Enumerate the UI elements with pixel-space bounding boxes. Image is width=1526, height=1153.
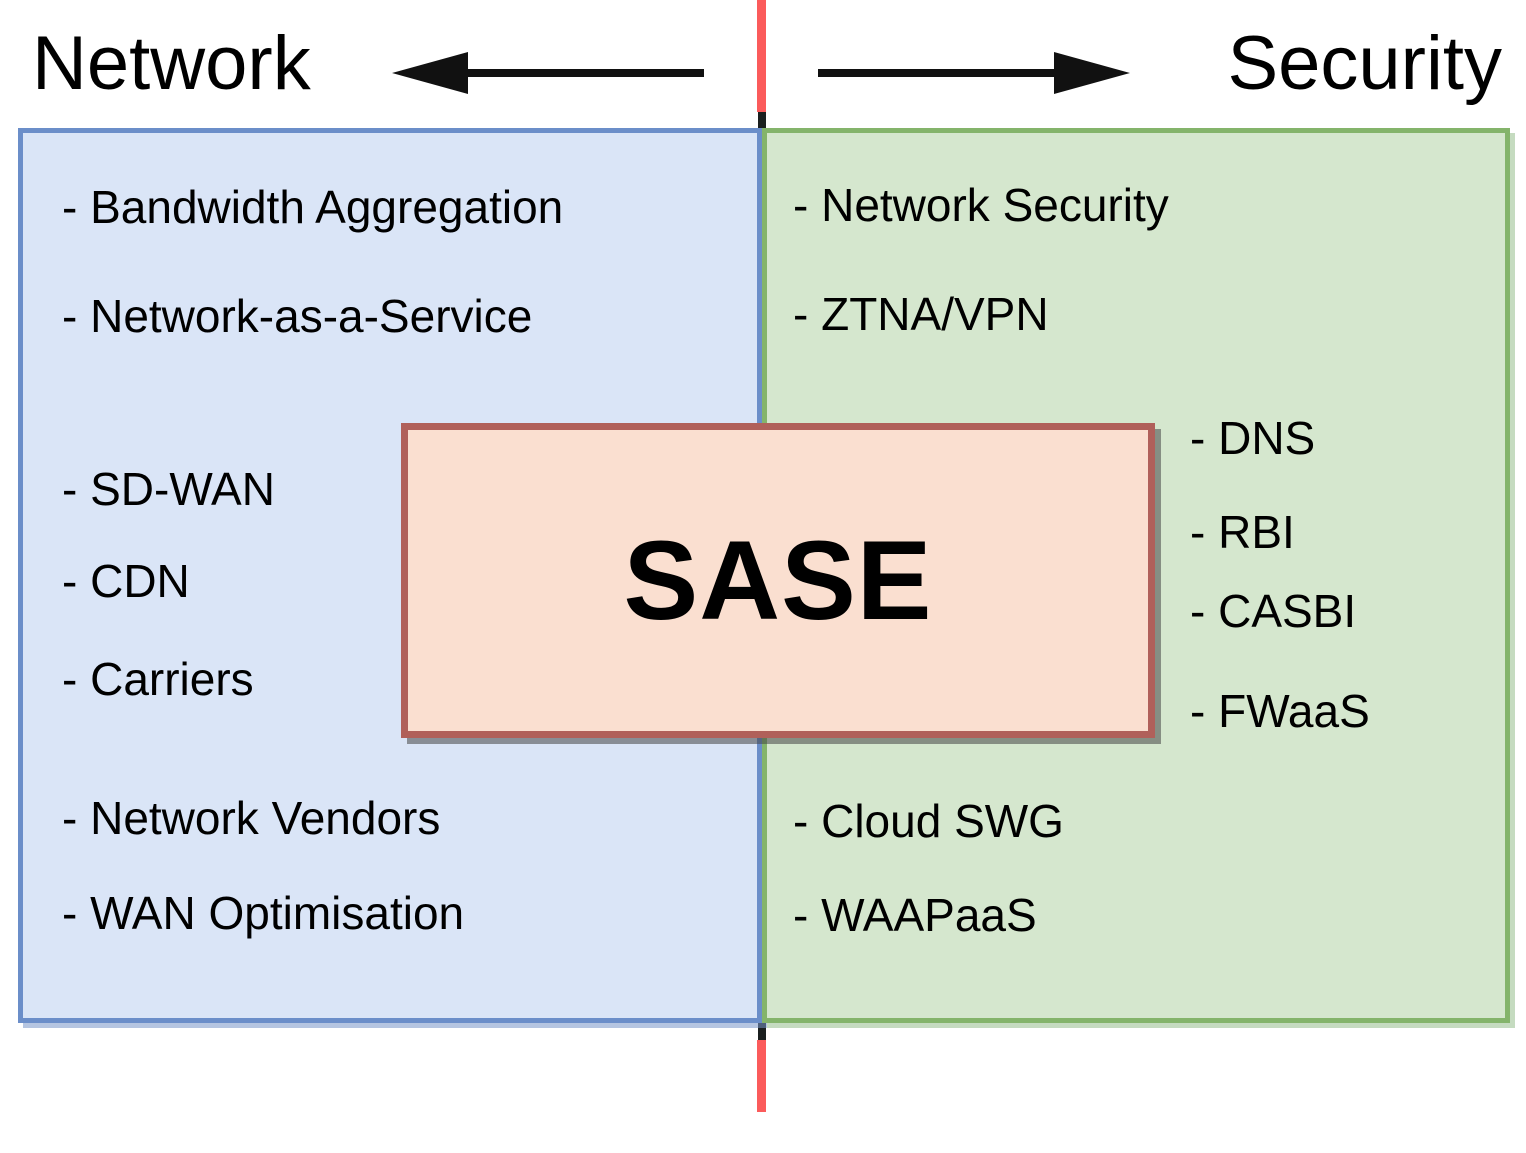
list-item-cdn: - CDN bbox=[62, 555, 190, 607]
list-item-rbi: - RBI bbox=[1190, 506, 1295, 558]
list-item-wan-optimisation: - WAN Optimisation bbox=[62, 887, 465, 939]
divider-red-top bbox=[757, 0, 766, 112]
panel-network bbox=[18, 128, 762, 1023]
list-item-network-security: - Network Security bbox=[793, 179, 1169, 231]
sase-center-box: SASE bbox=[401, 423, 1155, 738]
header-security-label: Security bbox=[1227, 21, 1502, 106]
arrow-left-icon bbox=[392, 52, 704, 94]
list-item-network-as-a-service: - Network-as-a-Service bbox=[62, 290, 533, 342]
list-item-ztna-vpn: - ZTNA/VPN bbox=[793, 288, 1049, 340]
list-item-carriers: - Carriers bbox=[62, 653, 254, 705]
divider-red-bottom bbox=[757, 1040, 766, 1112]
list-item-fwaas: - FWaaS bbox=[1190, 685, 1370, 737]
list-item-cloud-swg: - Cloud SWG bbox=[793, 795, 1064, 847]
list-item-sd-wan: - SD-WAN bbox=[62, 463, 275, 515]
list-item-bandwidth-aggregation: - Bandwidth Aggregation bbox=[62, 181, 564, 233]
list-item-network-vendors: - Network Vendors bbox=[62, 792, 441, 844]
list-item-waapaas: - WAAPaaS bbox=[793, 889, 1037, 941]
list-item-casbi: - CASBI bbox=[1190, 585, 1357, 637]
sase-label: SASE bbox=[623, 517, 933, 643]
arrow-right-icon bbox=[818, 52, 1130, 94]
list-item-dns: - DNS bbox=[1190, 412, 1316, 464]
header-network-label: Network bbox=[32, 21, 311, 106]
